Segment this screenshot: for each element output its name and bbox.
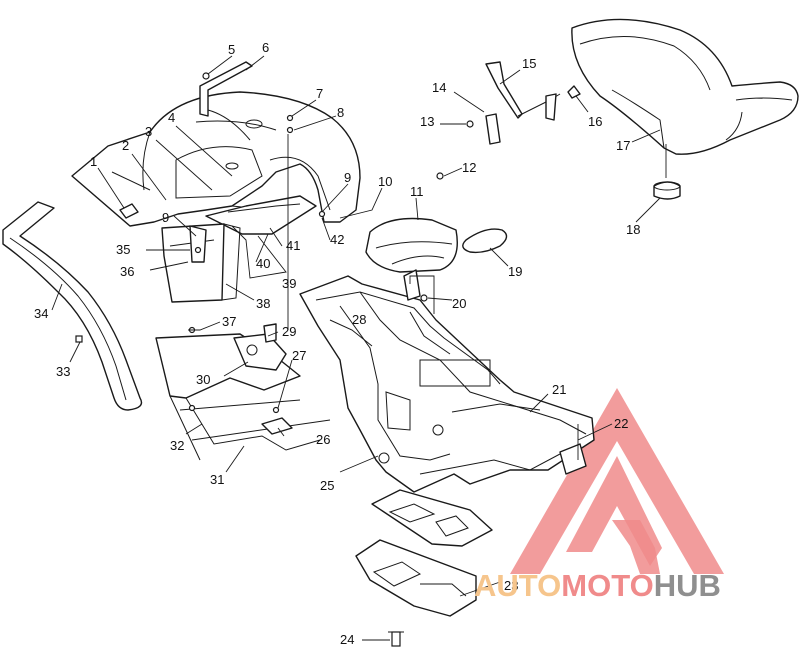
callout-24: 24 bbox=[340, 632, 354, 647]
watermark-text-moto: MOTO bbox=[561, 568, 653, 603]
callout-3: 3 bbox=[145, 124, 152, 139]
automotohub-watermark bbox=[510, 388, 724, 574]
callout-15: 15 bbox=[522, 56, 536, 71]
callout-39: 39 bbox=[282, 276, 296, 291]
callout-18: 18 bbox=[626, 222, 640, 237]
seat-bumper-18 bbox=[653, 181, 681, 200]
watermark-text-hub: HUB bbox=[654, 568, 721, 603]
callout-labels: 1 2 3 4 5 6 7 8 9 9 10 11 12 13 14 15 16… bbox=[34, 40, 640, 647]
callout-12: 12 bbox=[462, 160, 476, 175]
callout-30: 30 bbox=[196, 372, 210, 387]
fastener-20 bbox=[420, 294, 428, 302]
callout-26: 26 bbox=[316, 432, 330, 447]
bolt-24 bbox=[388, 631, 404, 647]
callout-4: 4 bbox=[168, 110, 175, 125]
callout-31: 31 bbox=[210, 472, 224, 487]
callout-41: 41 bbox=[286, 238, 300, 253]
callout-11: 11 bbox=[410, 184, 424, 199]
callout-13: 13 bbox=[420, 114, 434, 129]
callout-14: 14 bbox=[432, 80, 446, 95]
watermark-triangle-curl bbox=[612, 520, 660, 574]
leader-lines bbox=[51, 55, 667, 641]
callout-9-lower: 9 bbox=[162, 210, 169, 225]
callout-33: 33 bbox=[56, 364, 70, 379]
callout-37: 37 bbox=[222, 314, 236, 329]
callout-25: 25 bbox=[320, 478, 334, 493]
callout-22: 22 bbox=[614, 416, 628, 431]
callout-29: 29 bbox=[282, 324, 296, 339]
callout-8: 8 bbox=[337, 105, 344, 120]
callout-38: 38 bbox=[256, 296, 270, 311]
callout-21: 21 bbox=[552, 382, 566, 397]
rail-tube-34 bbox=[2, 201, 143, 411]
callout-17: 17 bbox=[616, 138, 630, 153]
skid-plate-upper bbox=[371, 489, 493, 547]
watermark-text: AUTOMOTOHUB bbox=[474, 568, 721, 603]
seat-17 bbox=[571, 18, 799, 155]
main-frame-25 bbox=[299, 269, 595, 493]
callout-40: 40 bbox=[256, 256, 270, 271]
callout-28: 28 bbox=[352, 312, 366, 327]
callout-16: 16 bbox=[588, 114, 602, 129]
callout-20: 20 bbox=[452, 296, 466, 311]
storage-box-11 bbox=[365, 172, 458, 273]
bracket-22 bbox=[559, 443, 587, 475]
rear-fender-assembly bbox=[71, 61, 361, 235]
callout-7: 7 bbox=[316, 86, 323, 101]
callout-36: 36 bbox=[120, 264, 134, 279]
callout-10: 10 bbox=[378, 174, 392, 189]
skid-plate-23 bbox=[355, 539, 477, 617]
callout-2: 2 bbox=[122, 138, 129, 153]
watermark-text-auto: AUTO bbox=[474, 568, 561, 603]
callout-23: 23 bbox=[504, 578, 518, 593]
callout-34: 34 bbox=[34, 306, 48, 321]
callout-5: 5 bbox=[228, 42, 235, 57]
seat-latch-15 bbox=[466, 61, 581, 145]
watermark-triangle bbox=[510, 388, 724, 574]
grip-19 bbox=[462, 228, 508, 254]
callout-27: 27 bbox=[292, 348, 306, 363]
callout-35: 35 bbox=[116, 242, 130, 257]
callout-1: 1 bbox=[90, 154, 97, 169]
callout-9-upper: 9 bbox=[344, 170, 351, 185]
callout-42: 42 bbox=[330, 232, 344, 247]
mud-flap-panel-36 bbox=[161, 223, 241, 303]
callout-6: 6 bbox=[262, 40, 269, 55]
callout-19: 19 bbox=[508, 264, 522, 279]
callout-32: 32 bbox=[170, 438, 184, 453]
